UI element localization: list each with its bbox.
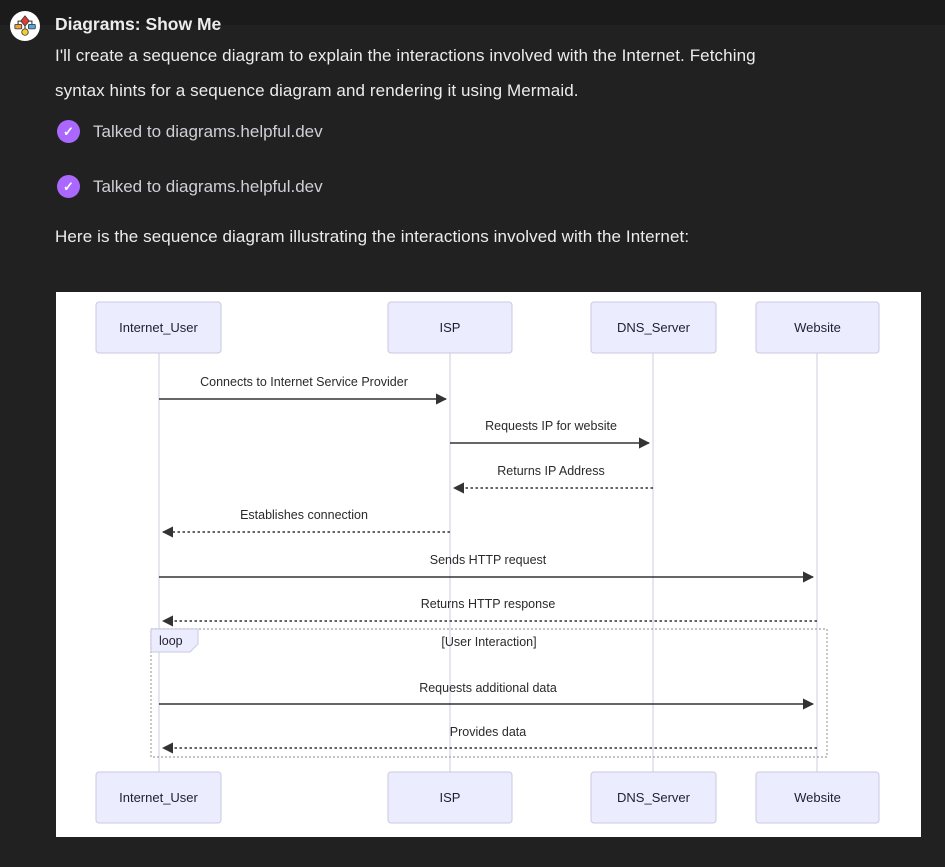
- actor-label: Internet_User: [119, 320, 198, 335]
- loop-keyword: loop: [159, 634, 183, 648]
- sequence-diagram: loop [User Interaction] Connects to Inte…: [95, 301, 880, 824]
- message-label-3: Returns IP Address: [497, 464, 604, 478]
- actor-label: DNS_Server: [617, 320, 691, 335]
- message-label-7: Requests additional data: [419, 681, 557, 695]
- actor-label: ISP: [440, 320, 461, 335]
- message-label-2: Requests IP for website: [485, 419, 617, 433]
- actor-bottom-website: Website: [755, 771, 880, 824]
- message-label-5: Sends HTTP request: [430, 553, 547, 567]
- tool-call-label: Talked to diagrams.helpful.dev: [93, 176, 323, 196]
- actor-top-website: Website: [755, 301, 880, 354]
- actor-top-isp: ISP: [387, 301, 513, 354]
- flowchart-icon-glyph: [14, 15, 36, 36]
- assistant-intro-line-2: syntax hints for a sequence diagram and …: [55, 81, 579, 100]
- actor-top-dns-server: DNS_Server: [590, 301, 717, 354]
- actor-bottom-isp: ISP: [387, 771, 513, 824]
- plugin-flowchart-icon: [10, 11, 40, 41]
- sequence-diagram-panel: loop [User Interaction] Connects to Inte…: [56, 292, 921, 837]
- tool-call-row[interactable]: ✓ Talked to diagrams.helpful.dev: [57, 120, 323, 143]
- actor-top-internet-user: Internet_User: [95, 301, 222, 354]
- loop-frame: [150, 628, 828, 758]
- actor-label: ISP: [440, 790, 461, 805]
- check-icon: ✓: [57, 175, 80, 198]
- message-label-1: Connects to Internet Service Provider: [200, 375, 408, 389]
- assistant-outro: Here is the sequence diagram illustratin…: [55, 227, 690, 246]
- message-label-4: Establishes connection: [240, 508, 368, 522]
- actor-label: Website: [794, 320, 841, 335]
- actor-label: DNS_Server: [617, 790, 691, 805]
- tool-call-label: Talked to diagrams.helpful.dev: [93, 121, 323, 141]
- loop-label-box: [150, 628, 199, 653]
- plugin-title: Diagrams: Show Me: [55, 14, 222, 34]
- window-top-edge: [0, 0, 945, 25]
- check-icon: ✓: [57, 120, 80, 143]
- assistant-intro-line-1: I'll create a sequence diagram to explai…: [55, 46, 756, 65]
- loop-condition: [User Interaction]: [441, 635, 536, 649]
- actor-label: Internet_User: [119, 790, 198, 805]
- message-label-6: Returns HTTP response: [421, 597, 556, 611]
- message-label-8: Provides data: [450, 725, 526, 739]
- tool-call-row[interactable]: ✓ Talked to diagrams.helpful.dev: [57, 175, 323, 198]
- actor-label: Website: [794, 790, 841, 805]
- actor-bottom-dns-server: DNS_Server: [590, 771, 717, 824]
- actor-bottom-internet-user: Internet_User: [95, 771, 222, 824]
